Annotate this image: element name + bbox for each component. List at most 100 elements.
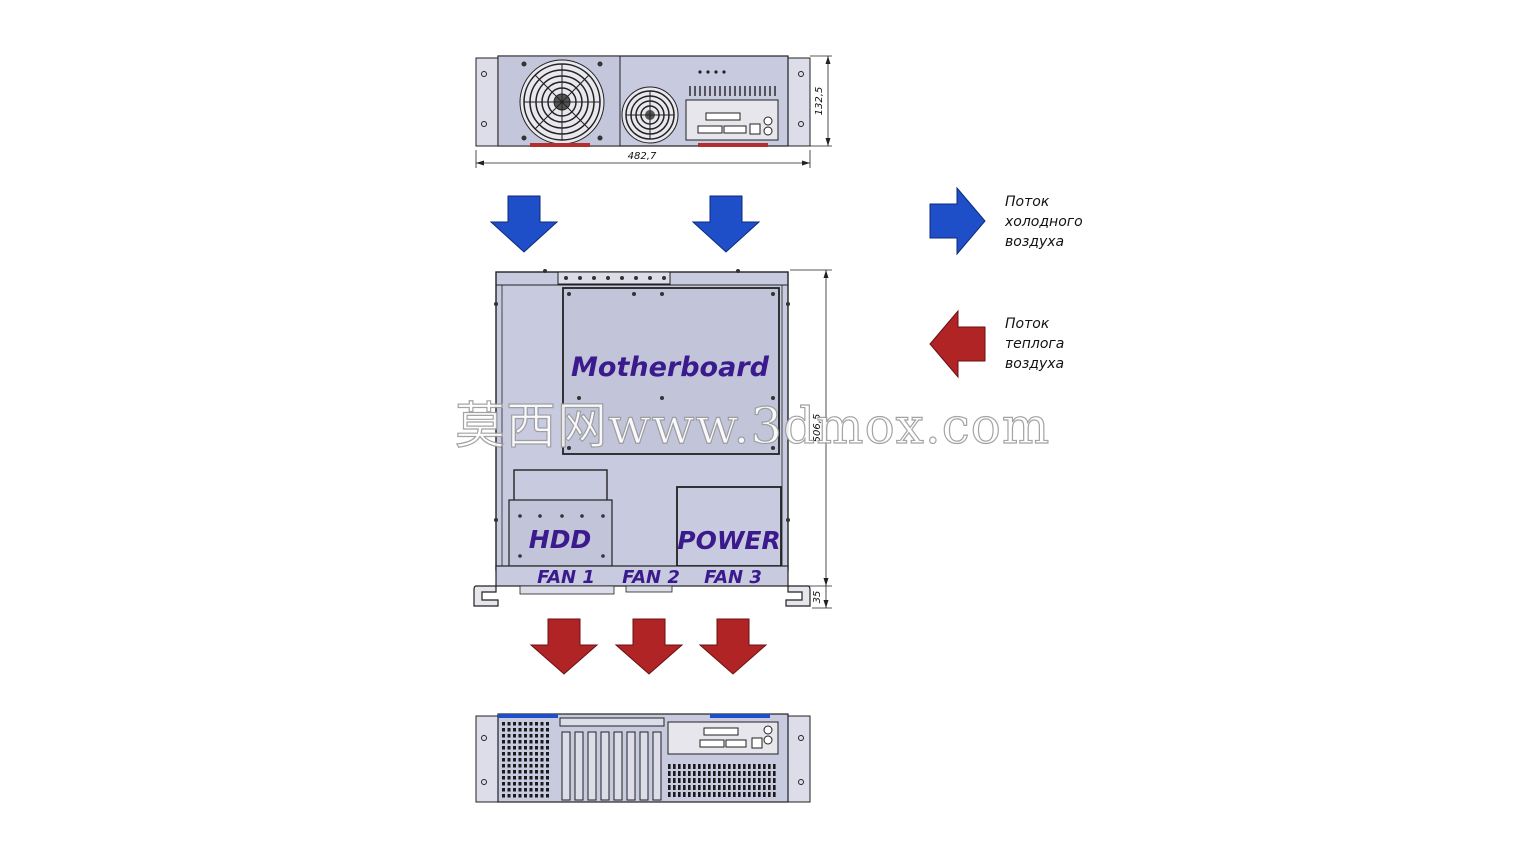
vent-slot [688,785,691,790]
dimension-height: 132,5 [810,55,832,147]
vent-slot [507,788,511,792]
power-label: POWER [677,526,780,555]
vent-slot [728,792,731,797]
vent-slot [688,778,691,783]
front-right-ear [787,57,811,147]
vent-slot [535,776,538,780]
vent-slot [546,734,549,738]
vent-slot [524,728,527,732]
right-handle [785,585,811,607]
vent-slot [758,792,761,797]
legend-warm: Поток теплога воздуха [929,309,1064,379]
vent-slot [502,776,505,780]
vent-slot [546,722,549,726]
vent-slot [546,788,549,792]
vent-slot [502,794,505,798]
vent-slot [693,778,696,783]
vent-slot [540,740,544,744]
vent-slot [535,740,538,744]
vent-slot [524,734,527,738]
vent-slot [502,746,505,750]
vent-slot [529,746,533,750]
watermark: 莫西网www.3dmox.com [455,397,1050,455]
vent-slot [718,778,721,783]
vent-slot [524,776,527,780]
vent-slot [738,764,741,769]
vent-slot [718,764,721,769]
vent-slot [507,728,511,732]
vent-slot [502,764,505,768]
vent-slot [535,788,538,792]
vent-slot [540,734,544,738]
vent-slot [728,771,731,776]
vent-slot [513,794,516,798]
vent-slot [518,770,522,774]
vent-slot [540,746,544,750]
vent-slot [773,771,776,776]
vent-slot [763,764,766,769]
vent-slot [698,778,701,783]
legend-cold-line1: Поток [1005,194,1050,210]
vent-slot [738,778,741,783]
arrow-down-icon [614,618,684,675]
vent-slot [524,722,527,726]
vent-slot [540,782,544,786]
vent-slot [518,776,522,780]
vent-slot [540,794,544,798]
vent-slot [507,794,511,798]
vent-slot [728,764,731,769]
vent-slot [673,778,676,783]
vent-slot [513,758,516,762]
vent-slot [703,764,706,769]
vent-grid [502,722,549,798]
vent-slot [753,785,756,790]
vent-slot [738,792,741,797]
vent-slot [763,792,766,797]
vent-slot [518,734,522,738]
vent-slot [507,776,511,780]
vent-slot [718,785,721,790]
vent-slot [535,758,538,762]
vent-slot [673,771,676,776]
vent-slot [507,764,511,768]
vent-slot [529,740,533,744]
vent-slot [703,771,706,776]
front-width-label: 482,7 [628,151,657,162]
vent-slot [708,785,711,790]
vent-slot [708,764,711,769]
vent-slot [507,752,511,756]
vent-slot [753,771,756,776]
vent-slot [673,792,676,797]
vent-slot [773,778,776,783]
vent-slot [524,746,527,750]
vent-slot [728,785,731,790]
vent-slot [524,764,527,768]
vent-slot [743,771,746,776]
vent-slot [748,785,751,790]
vent-slot [723,778,726,783]
legend-cold: Поток холодного воздуха [929,186,1083,256]
vent-slot [513,722,516,726]
vent-slot [768,764,771,769]
vent-slot [678,778,681,783]
vent-slot [518,764,522,768]
vent-slot [768,792,771,797]
vent-slot [668,778,671,783]
vent-slot [507,746,511,750]
vent-slot [518,728,522,732]
power-supply [676,486,782,567]
vent-slot [546,758,549,762]
vent-slot [668,792,671,797]
vent-slot [529,776,533,780]
vent-slot [535,752,538,756]
vent-slot [513,764,516,768]
vent-slot [529,770,533,774]
vent-slot [546,782,549,786]
vent-slot [678,792,681,797]
vent-slot [743,764,746,769]
vent-slot [502,758,505,762]
vent-slot [743,785,746,790]
vent-slot [748,778,751,783]
vent-slot [698,764,701,769]
